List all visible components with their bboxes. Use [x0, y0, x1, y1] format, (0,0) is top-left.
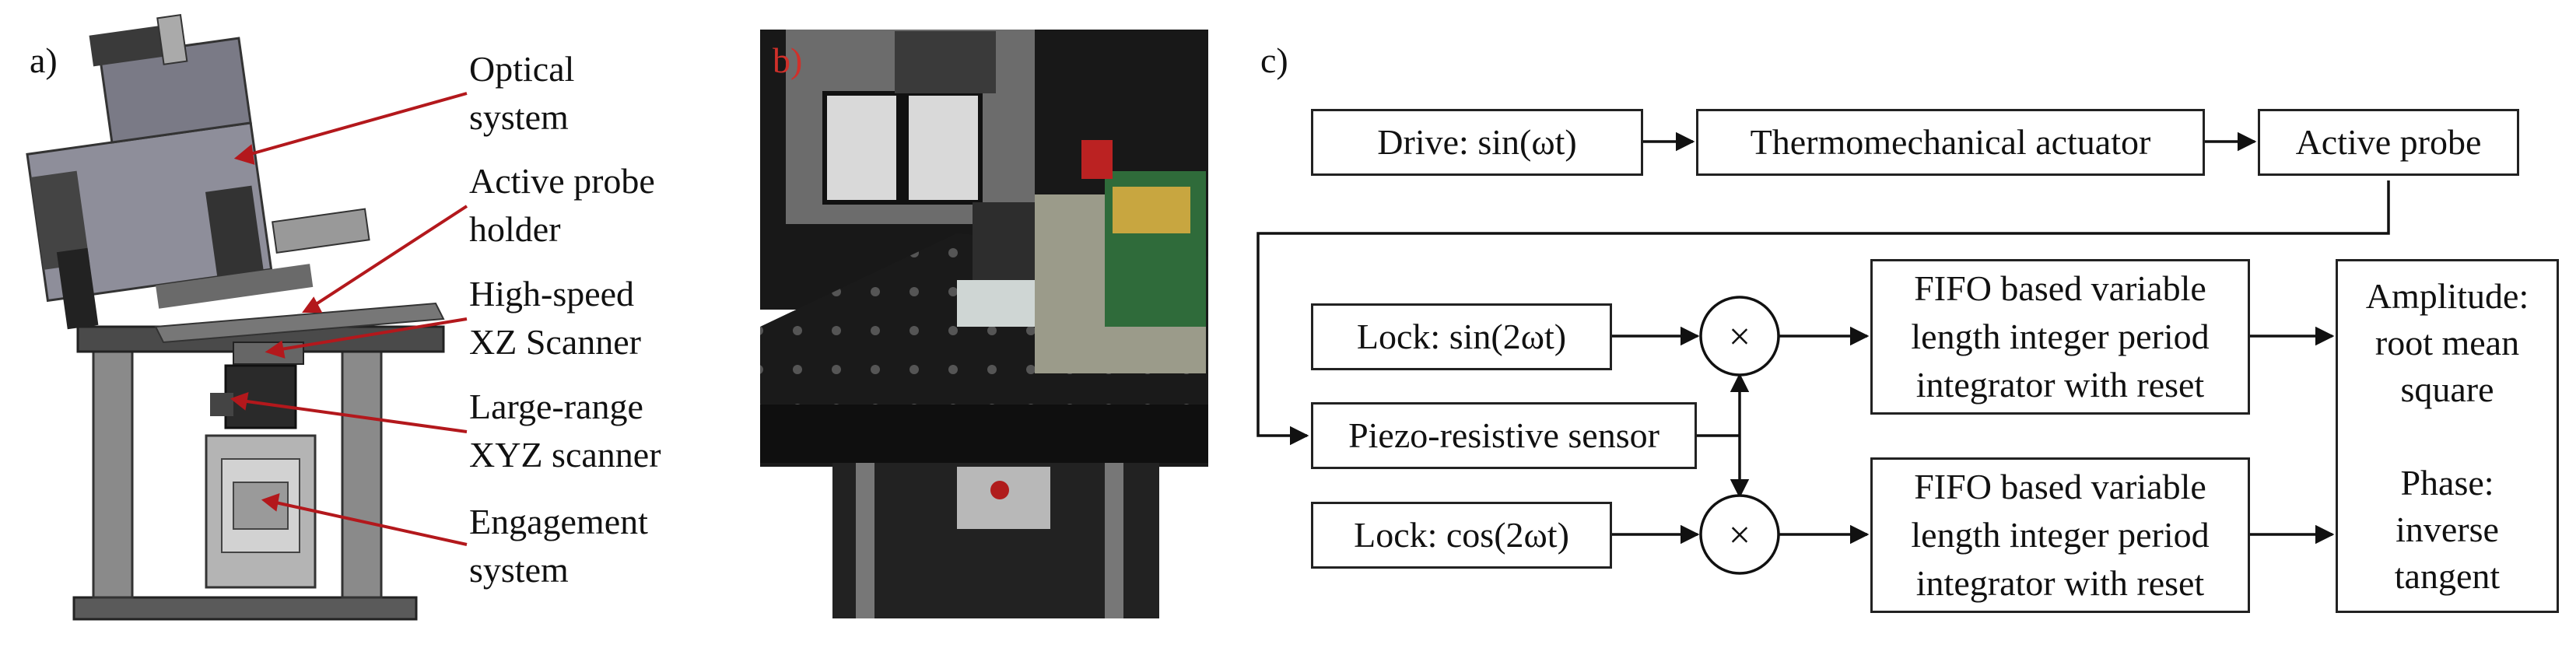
multiplier-top: [1699, 296, 1780, 377]
actuator-block: Thermomechanical actuator: [1696, 109, 2205, 176]
drive-block: Drive: sin(ωt): [1311, 109, 1643, 176]
annotation-active-probe-holder: Active probe holder: [469, 161, 655, 249]
lock-sin-block: Lock: sin(2ωt): [1311, 303, 1612, 370]
fifo-integrator-bottom: FIFO based variable length integer perio…: [1870, 457, 2250, 613]
annotation-engagement-system: Engagement system: [469, 502, 648, 590]
active-probe-block: Active probe: [2258, 109, 2519, 176]
panel-a-label: a): [30, 40, 58, 80]
output-block: Amplitude: root mean square Phase: inver…: [2336, 259, 2559, 613]
fifo-integrator-top: FIFO based variable length integer perio…: [1870, 259, 2250, 415]
multiplier-bottom: [1699, 494, 1780, 575]
annotation-optical-system: Optical system: [469, 49, 575, 137]
cad-drawing: [26, 14, 468, 621]
piezo-resistive-sensor-block: Piezo-resistive sensor: [1311, 402, 1697, 469]
multiplier-bottom-symbol: ×: [1728, 513, 1751, 556]
annotation-high-speed-scanner: High-speed XZ Scanner: [469, 274, 641, 362]
multiplier-top-symbol: ×: [1728, 314, 1751, 358]
panel-b-label: b): [773, 40, 803, 80]
annotation-arrows: [230, 92, 468, 546]
lock-cos-block: Lock: cos(2ωt): [1311, 502, 1612, 569]
panel-c-label: c): [1260, 40, 1288, 80]
setup-photo: [760, 30, 1208, 636]
annotation-large-range-scanner: Large-range XYZ scanner: [469, 387, 661, 475]
